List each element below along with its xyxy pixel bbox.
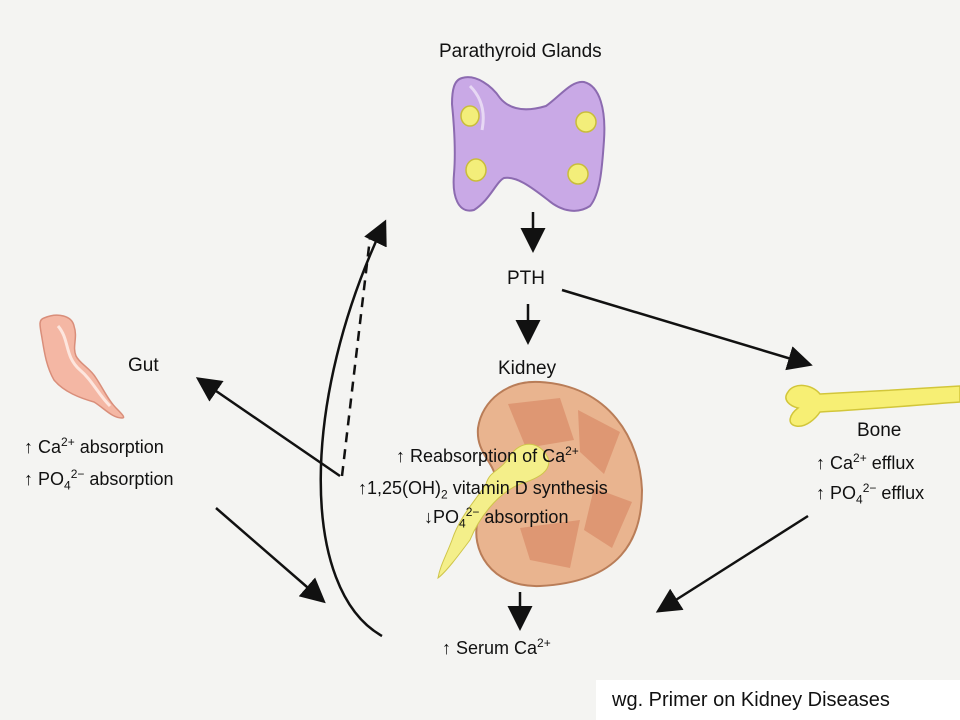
gut-po4-absorption: ↑ PO42− absorption <box>24 467 174 493</box>
bone-ca-efflux: ↑ Ca2+ efflux <box>816 451 915 473</box>
kidney-vitamin-d: ↑1,25(OH)2 vitamin D synthesis <box>358 478 608 502</box>
kidney-icon <box>437 380 644 588</box>
bone-title: Bone <box>857 420 902 441</box>
parathyroid-title: Parathyroid Glands <box>439 41 602 62</box>
pth-label: PTH <box>507 268 545 289</box>
kidney-po4: ↓PO42− absorption <box>424 505 569 531</box>
source-caption: wg. Primer on Kidney Diseases <box>596 680 960 720</box>
gut-icon <box>39 314 125 419</box>
kidney-reabsorption: ↑ Reabsorption of Ca2+ <box>396 444 579 466</box>
bone-po4-efflux: ↑ PO42− efflux <box>816 481 925 507</box>
gut-ca-absorption: ↑ Ca2+ absorption <box>24 435 164 457</box>
serum-calcium: ↑ Serum Ca2+ <box>442 636 551 658</box>
gut-title: Gut <box>128 355 159 376</box>
kidney-title: Kidney <box>498 358 557 379</box>
parathyroid-gland-icon <box>450 76 606 212</box>
bone-icon <box>785 384 960 427</box>
